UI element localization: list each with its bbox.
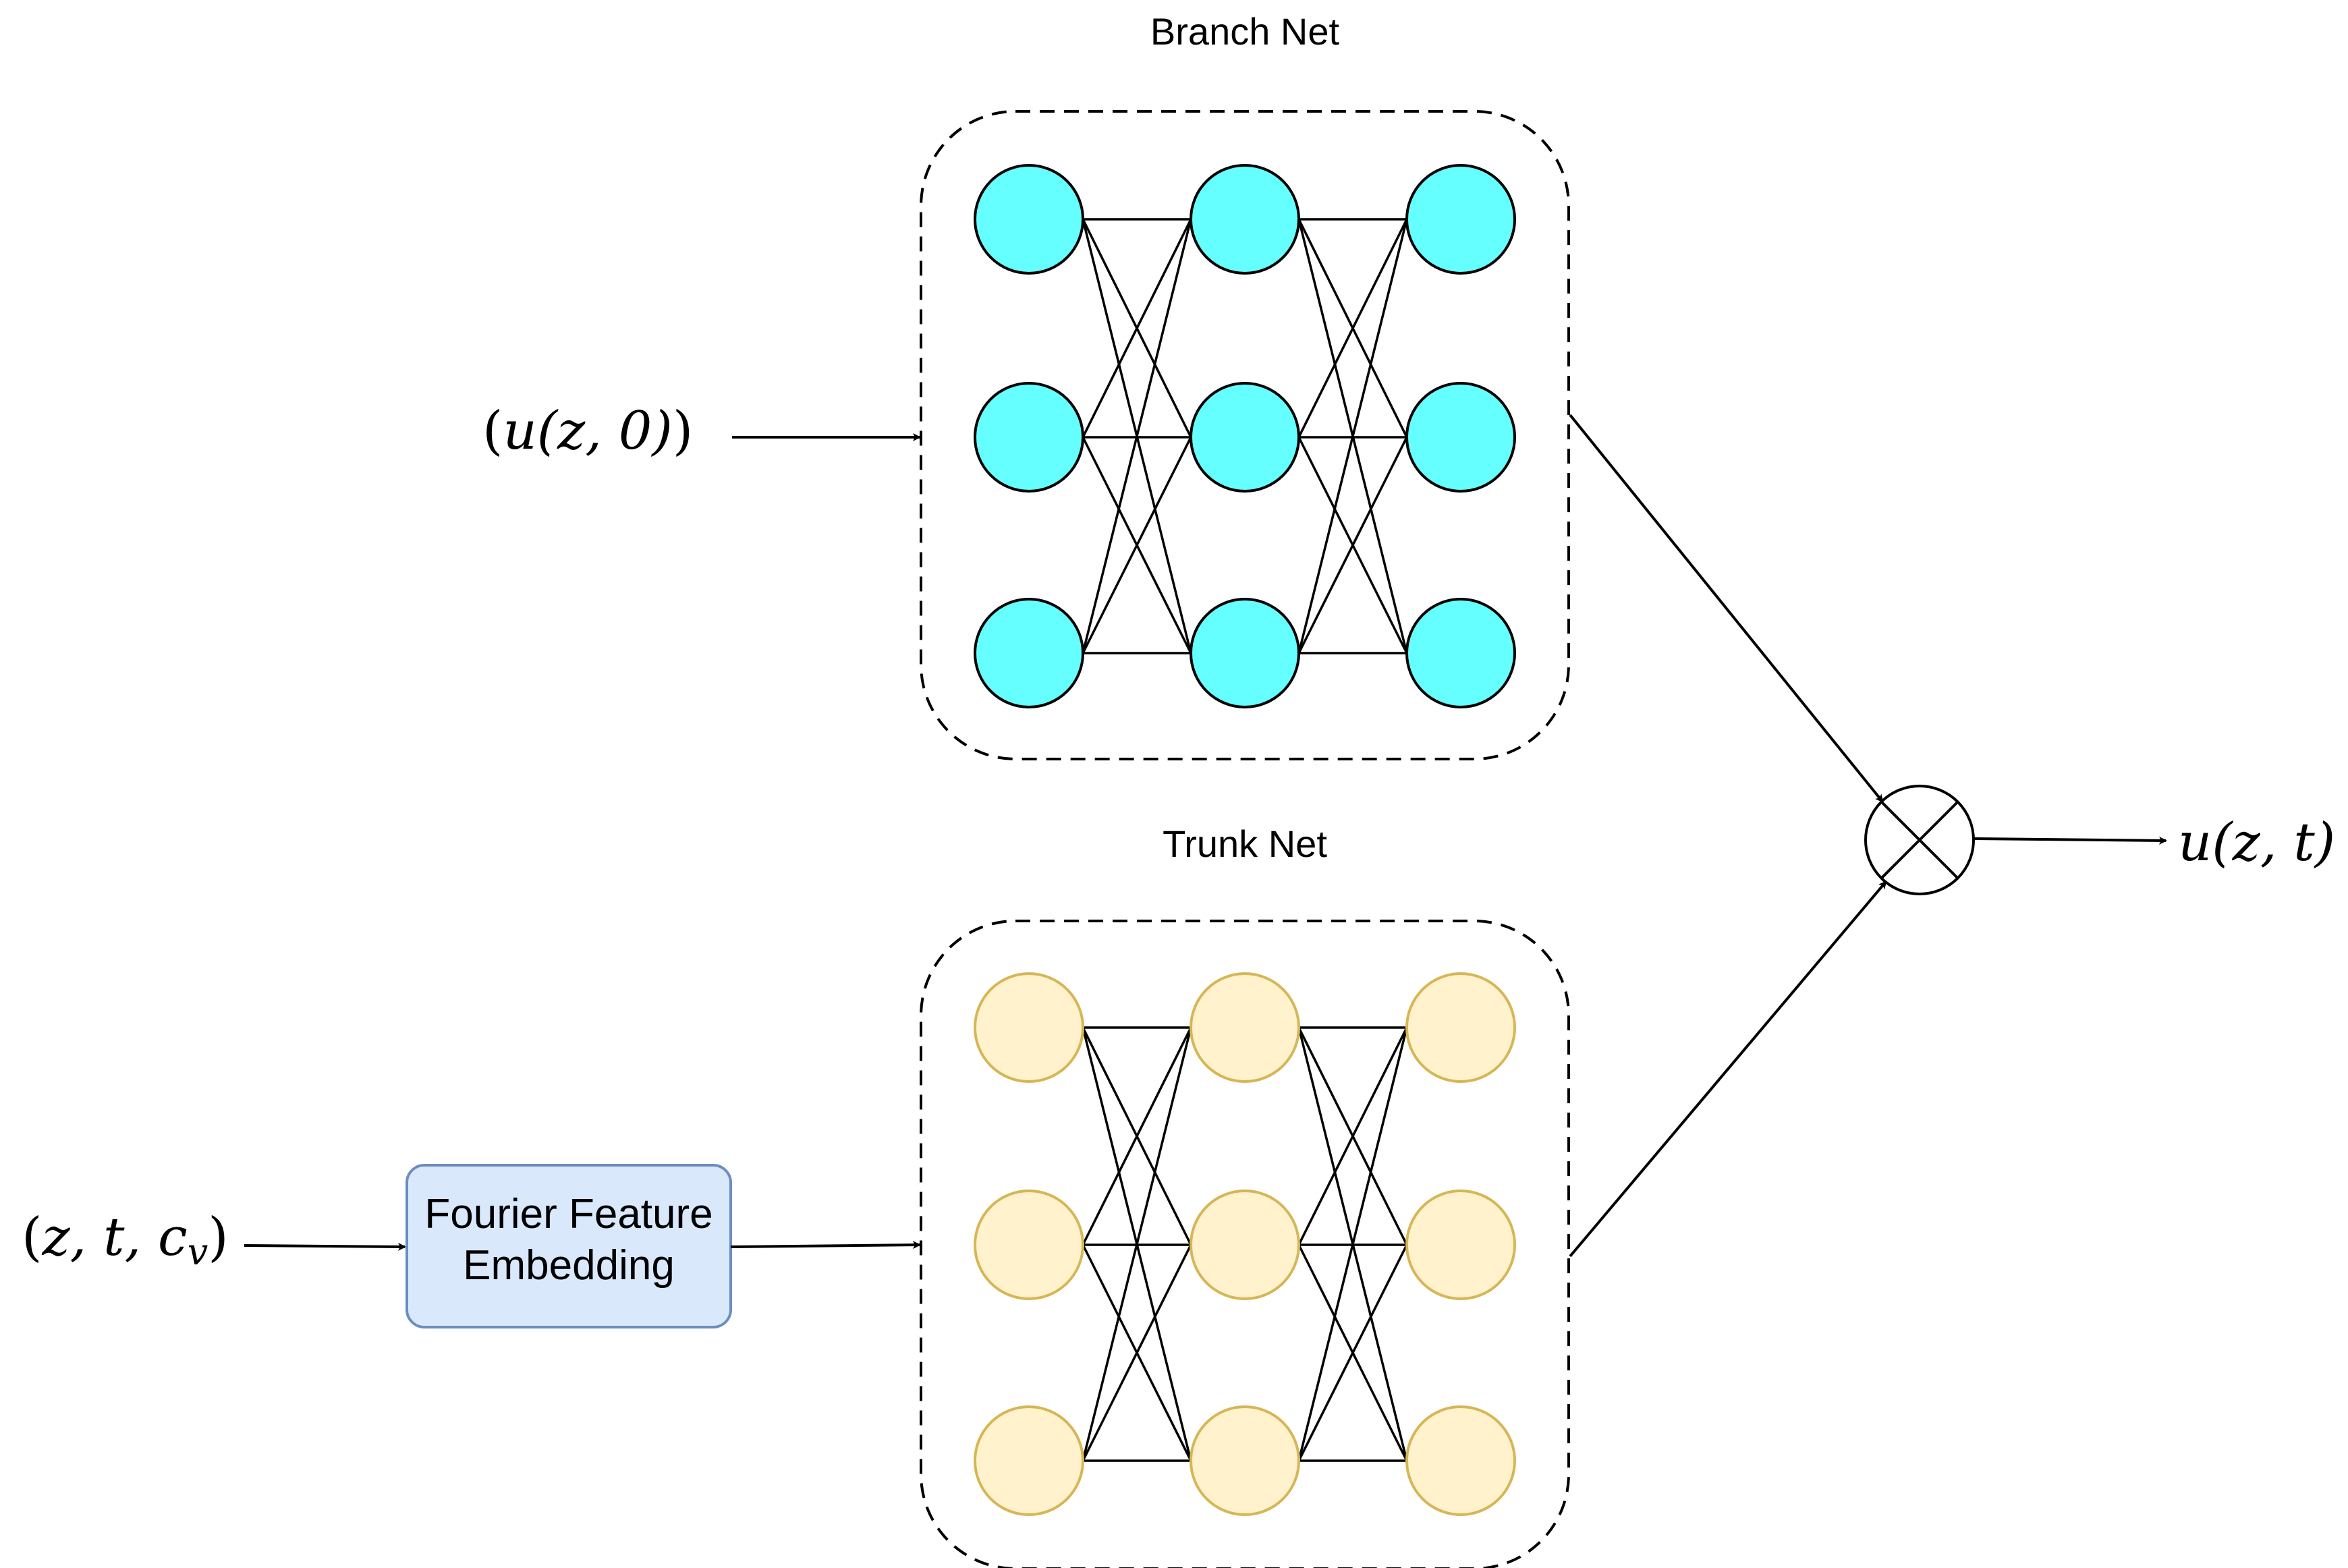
trunk-net-nodes — [974, 972, 1516, 1516]
trunk-net-node — [1405, 1189, 1516, 1300]
trunk-net-node — [974, 972, 1084, 1083]
trunk-net-edge — [1297, 1244, 1408, 1461]
trunk-net-node — [1190, 1189, 1300, 1300]
branch-net-edge — [1297, 437, 1408, 654]
fourier-feature-embedding-box: Fourier Feature Embedding — [406, 1164, 732, 1328]
trunk-net-node — [1190, 1405, 1300, 1516]
branch-net-node — [1190, 598, 1300, 708]
branch-net-node — [1405, 382, 1516, 493]
branch-net-container — [920, 110, 1570, 760]
trunk-input-label: (z, t, cv) — [22, 1207, 229, 1273]
trunk-net-node — [974, 1405, 1084, 1516]
trunk-net-title: Trunk Net — [1163, 822, 1327, 865]
embedding-to-trunk-arrow — [730, 1241, 921, 1250]
trunk-net-edge — [1082, 1027, 1192, 1245]
trunk-to-combine-arrow — [1569, 880, 1887, 1258]
branch-net-node — [974, 382, 1084, 493]
branch-net-node — [1405, 164, 1516, 275]
trunk-net-edges — [1082, 1026, 1408, 1462]
embedding-label-line1: Fourier Feature — [424, 1191, 712, 1237]
trunk-net-node — [1190, 972, 1300, 1083]
trunk-net-edge — [1082, 1027, 1192, 1461]
branch-net-node — [1190, 164, 1300, 275]
branch-net-edge — [1297, 219, 1408, 438]
branch-net-edge — [1082, 219, 1192, 438]
trunk-net-container — [920, 920, 1570, 1568]
trunk-net-edge — [1297, 1027, 1408, 1461]
branch-net-node — [1405, 598, 1516, 708]
branch-net-edge — [1082, 437, 1192, 654]
branch-input-label: (u(z, 0)) — [482, 401, 693, 461]
circled-times-icon — [1864, 785, 1975, 895]
trunk-net-edge — [1082, 1244, 1192, 1461]
trunk-net-node — [1405, 1405, 1516, 1516]
branch-net-node — [974, 164, 1084, 275]
trunk-net-node — [974, 1189, 1084, 1300]
branch-net-title: Branch Net — [1150, 10, 1340, 53]
trunk-net-node — [1405, 972, 1516, 1083]
branch-net-nodes — [974, 164, 1516, 708]
branch-net-edge — [1082, 219, 1192, 654]
branch-to-combine-arrow — [1569, 414, 1884, 803]
branch-net-edge — [1297, 219, 1408, 654]
embedding-label-line2: Embedding — [463, 1242, 675, 1289]
branch-net-node — [974, 598, 1084, 708]
trunk-net-edge — [1297, 1027, 1408, 1245]
trunk-input-arrow — [244, 1242, 406, 1251]
output-label: u(z, t) — [2178, 812, 2335, 873]
output-arrow — [1973, 836, 2167, 845]
branch-net-node — [1190, 382, 1300, 493]
branch-net-edges — [1082, 218, 1408, 654]
